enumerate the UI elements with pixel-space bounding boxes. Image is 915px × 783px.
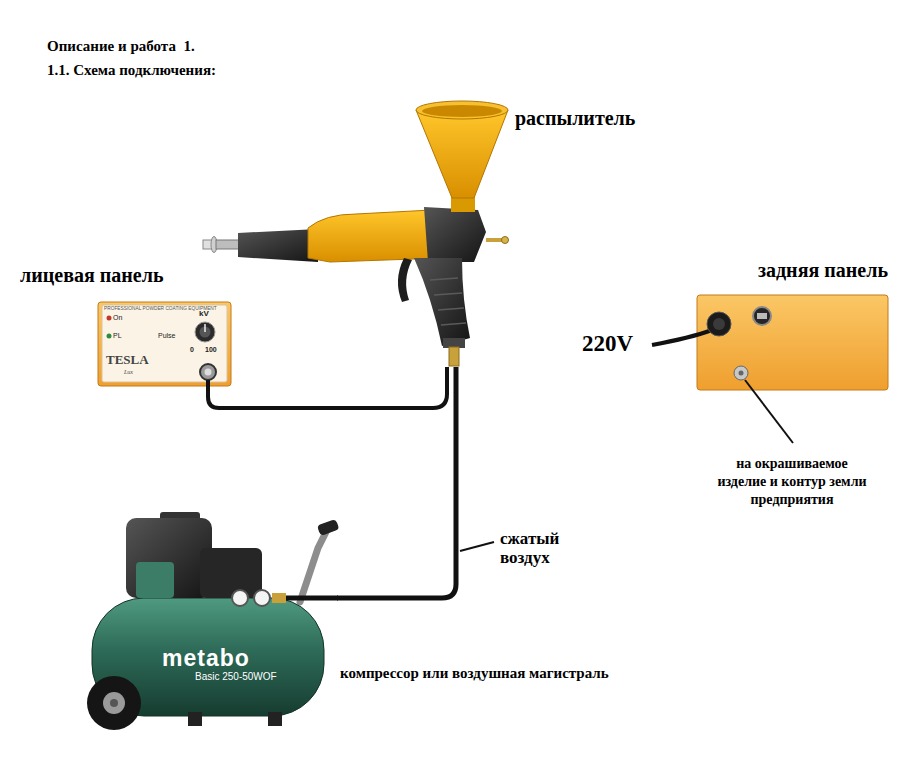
spray-gun-art-part	[449, 347, 459, 366]
spray-gun-art-part	[486, 238, 503, 242]
spray-gun-art-part	[216, 240, 241, 249]
rear-panel-art	[652, 295, 888, 443]
front-panel: лицевая панельPROFESSIONAL POWDER COATIN…	[98, 302, 231, 386]
panel-heading: лицевая панель	[20, 264, 164, 287]
spray-gun-art	[203, 101, 509, 366]
spray-gun-art-part	[416, 101, 508, 119]
compressor-art-part	[200, 548, 262, 598]
front-panel-art-part	[204, 324, 206, 332]
panel-heading: задняя панель	[758, 259, 888, 282]
gun-heading: распылитель	[515, 107, 635, 130]
compressor-art	[87, 512, 339, 730]
high-voltage-cable	[208, 367, 447, 408]
rear-panel-art-part	[713, 318, 725, 330]
model-name: Basic 250-50WOF	[195, 671, 277, 682]
front-panel-art	[98, 302, 231, 387]
front-panel-art-part	[205, 369, 212, 376]
compressor-art-part	[300, 532, 326, 602]
spray-gun-art-part	[414, 258, 470, 346]
rear-panel-art-part	[757, 313, 767, 319]
model-name: Lux	[124, 369, 133, 375]
spray-gun-art-part	[398, 258, 412, 302]
compressor-art-part	[272, 593, 286, 603]
front-panel-art-part	[98, 302, 231, 386]
scale-mark: 0	[190, 346, 194, 353]
spray-gun-art-part	[424, 207, 486, 262]
compressor-art-part	[317, 519, 340, 536]
spray-gun-art-part	[238, 229, 318, 262]
switch-label: Pulse	[158, 332, 176, 339]
rear-panel-art-part	[652, 330, 712, 345]
spray-gun: распылитель	[198, 95, 513, 367]
brand-name: metabo	[162, 645, 250, 672]
spray-gun-art-part	[422, 105, 502, 117]
scale-mark: 100	[205, 346, 217, 353]
compressor-art-part	[110, 699, 118, 707]
compressor-art-part	[126, 518, 212, 598]
spray-gun-art-part	[502, 237, 509, 244]
front-panel-art-part	[107, 334, 112, 339]
compressor-art-part	[286, 596, 338, 601]
section-heading: 1.1. Схема подключения:	[47, 62, 216, 79]
rear-panel-art-part	[753, 307, 771, 325]
compressor-art-part	[87, 676, 141, 730]
spray-gun-art-part	[416, 110, 508, 198]
ground-note: на окрашиваемое изделие и контур земли п…	[716, 455, 868, 510]
compressor-heading: компрессор или воздушная магистраль	[340, 665, 609, 682]
front-panel-art-part	[206, 380, 210, 387]
edge-label: сжатый воздух	[498, 530, 592, 567]
compressor: metaboBasic 250-50WOFкомпрессор или возд…	[82, 505, 337, 735]
rear-panel-art-part	[697, 295, 888, 390]
front-panel-art-part	[200, 364, 216, 380]
front-panel-art-part	[195, 322, 215, 342]
rear-panel-art-part	[734, 366, 748, 380]
compressor-art-part	[254, 590, 270, 606]
compressor-art-part	[268, 712, 282, 726]
rear-panel-art-part	[745, 380, 793, 443]
compressor-art-part	[136, 562, 174, 598]
compressor-art-part	[103, 692, 125, 714]
compressor-art-part	[232, 590, 248, 606]
rear-panel-art-part	[739, 371, 744, 376]
front-panel-art-part	[107, 316, 112, 321]
leader-line	[460, 542, 494, 551]
air-hose	[337, 367, 456, 598]
rear-panel-art-part	[707, 312, 731, 336]
page-title: Описание и работа 1.	[47, 38, 195, 55]
brand-name: TESLA	[106, 352, 149, 368]
voltage-label: 220V	[582, 331, 633, 357]
compressor-art-part	[188, 712, 202, 726]
front-panel-art-part	[102, 305, 227, 382]
led-label: PL	[113, 332, 122, 339]
rear-panel: задняя панель	[697, 295, 888, 390]
led-label: On	[113, 314, 122, 321]
spray-gun-art-part	[430, 278, 466, 325]
unit-label: kV	[199, 309, 209, 318]
